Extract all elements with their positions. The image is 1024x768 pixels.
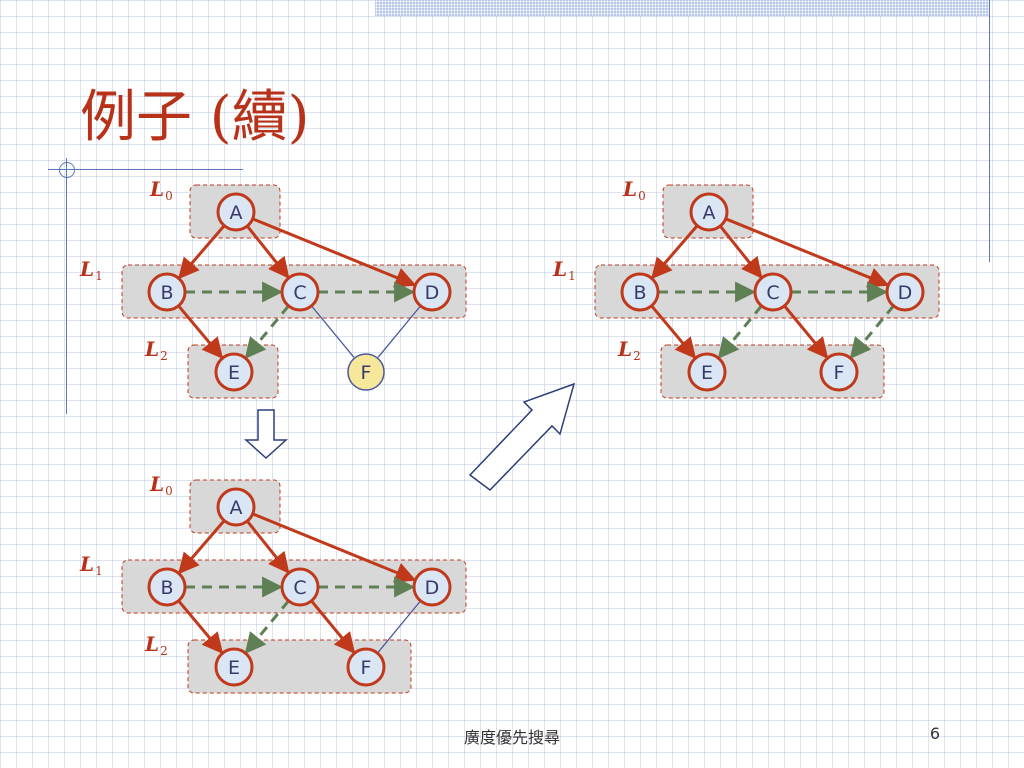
- node-E: E: [214, 647, 254, 687]
- level-label-0: L0: [622, 177, 646, 203]
- edge-B-E: [177, 304, 224, 360]
- node-label: F: [834, 362, 845, 384]
- diagonal-arrow-icon: [468, 382, 576, 491]
- node-D: D: [885, 272, 925, 312]
- edge-C-F: [310, 599, 356, 654]
- node-circle: [214, 352, 254, 392]
- node-B: B: [147, 272, 187, 312]
- edge-C-F: [310, 305, 355, 358]
- node-circle: [689, 192, 729, 232]
- node-F: F: [346, 647, 386, 687]
- node-C: C: [753, 272, 793, 312]
- edge-A-C: [719, 225, 763, 279]
- edge-C-F: [783, 304, 829, 359]
- page-number: 6: [929, 724, 940, 743]
- edge-C-E: [717, 304, 763, 359]
- node-label: C: [293, 577, 306, 599]
- edge-D-F: [849, 304, 895, 359]
- node-label: C: [766, 282, 779, 304]
- node-D: D: [412, 272, 452, 312]
- right-vertical-rule: [989, 0, 990, 262]
- node-label: A: [230, 202, 243, 224]
- level-label-2: L2: [144, 632, 168, 658]
- node-A: A: [689, 192, 729, 232]
- node-label: D: [898, 282, 913, 304]
- node-circle: [280, 567, 320, 607]
- edge-C-E: [244, 599, 290, 654]
- node-B: B: [620, 272, 660, 312]
- level-label-1: L1: [79, 552, 103, 578]
- down-arrow-icon: [244, 409, 288, 460]
- edge-A-B: [651, 224, 699, 280]
- edge-A-D: [252, 512, 417, 583]
- edge-C-E: [244, 304, 290, 359]
- node-label: C: [293, 282, 306, 304]
- edge-B-E: [177, 599, 224, 655]
- node-circle: [412, 567, 452, 607]
- node-circle: [753, 272, 793, 312]
- node-circle: [885, 272, 925, 312]
- node-A: A: [216, 192, 256, 232]
- node-circle: [412, 272, 452, 312]
- node-circle: [214, 647, 254, 687]
- node-label: A: [703, 202, 716, 224]
- title-underline-rule: [48, 169, 243, 170]
- node-circle: [280, 272, 320, 312]
- left-vertical-rule: [66, 158, 67, 414]
- node-label: B: [160, 577, 173, 599]
- node-D: D: [412, 567, 452, 607]
- node-F: F: [819, 352, 859, 392]
- node-label: F: [361, 657, 372, 679]
- edge-A-D: [725, 217, 890, 288]
- edge-D-F: [377, 600, 422, 653]
- node-label: B: [160, 282, 173, 304]
- node-circle: [620, 272, 660, 312]
- edge-A-D: [252, 217, 417, 288]
- level-label-2: L2: [144, 337, 168, 363]
- node-circle: [687, 352, 727, 392]
- edge-A-C: [246, 225, 290, 279]
- node-A: A: [216, 487, 256, 527]
- node-F: F: [347, 353, 385, 391]
- node-label: E: [228, 362, 240, 384]
- node-label: F: [361, 362, 372, 384]
- edge-B-E: [650, 304, 697, 360]
- node-E: E: [214, 352, 254, 392]
- rule-ornament-circle: [59, 162, 75, 178]
- slide-title: 例子 (續): [80, 85, 310, 150]
- node-circle: [147, 272, 187, 312]
- node-label: D: [425, 577, 440, 599]
- node-circle: [347, 353, 385, 391]
- node-circle: [819, 352, 859, 392]
- top-decorative-bar: [375, 0, 989, 16]
- node-circle: [147, 567, 187, 607]
- node-label: E: [701, 362, 713, 384]
- node-label: A: [230, 497, 243, 519]
- level-label-2: L2: [617, 337, 641, 363]
- edge-D-F: [377, 305, 422, 358]
- edge-A-B: [178, 519, 226, 575]
- node-label: B: [633, 282, 646, 304]
- footer-topic: 廣度優先搜尋: [463, 728, 560, 747]
- node-C: C: [280, 567, 320, 607]
- level-label-1: L1: [552, 257, 576, 283]
- node-label: E: [228, 657, 240, 679]
- node-circle: [346, 647, 386, 687]
- level-label-1: L1: [79, 257, 103, 283]
- level-label-0: L0: [149, 177, 173, 203]
- node-circle: [216, 192, 256, 232]
- edge-A-B: [178, 224, 226, 280]
- level-label-0: L0: [149, 472, 173, 498]
- node-B: B: [147, 567, 187, 607]
- node-label: D: [425, 282, 440, 304]
- node-circle: [216, 487, 256, 527]
- node-E: E: [687, 352, 727, 392]
- edge-A-C: [246, 520, 290, 574]
- node-C: C: [280, 272, 320, 312]
